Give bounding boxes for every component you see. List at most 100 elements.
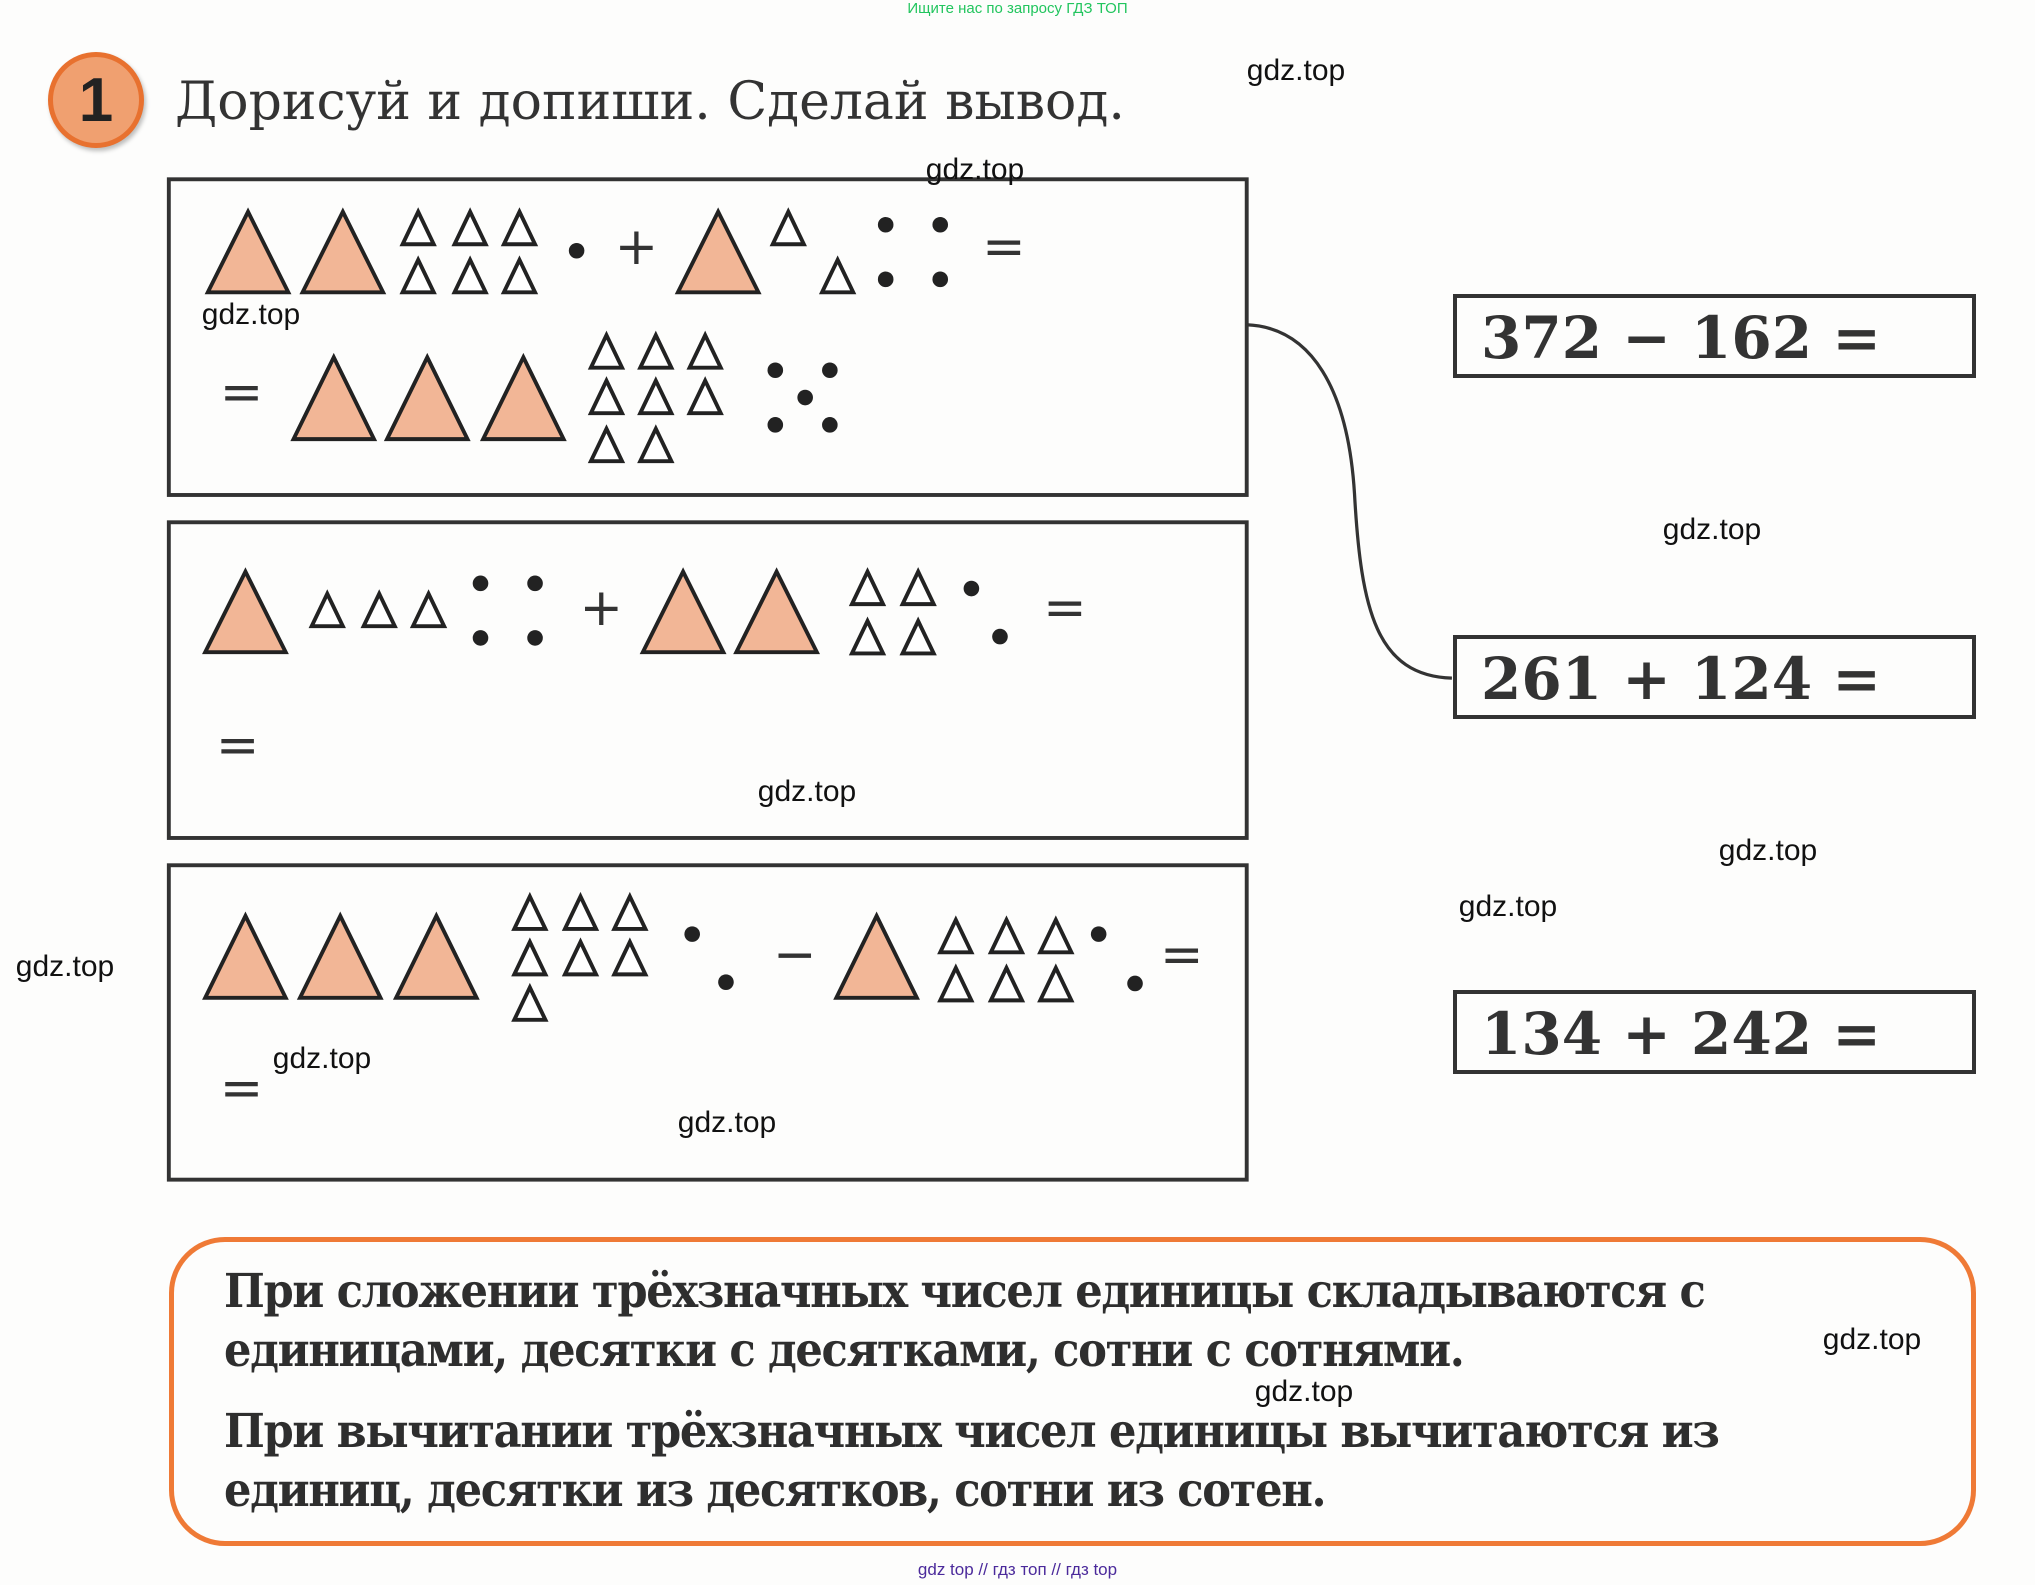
ten-triangle <box>686 330 724 370</box>
ten-triangle <box>987 963 1026 1003</box>
hundred-triangle <box>639 567 727 655</box>
ten-triangle <box>611 937 649 977</box>
ten-triangle <box>399 207 437 247</box>
unit-dot <box>767 362 784 379</box>
unit-dot <box>992 628 1008 645</box>
watermark: gdz.top <box>925 153 1025 186</box>
unit-dot <box>527 575 543 592</box>
ten-triangle <box>937 915 975 955</box>
minus-sign: − <box>773 925 817 985</box>
watermark: gdz.top <box>1718 834 1818 867</box>
unit-dot <box>684 926 700 942</box>
unit-dot <box>963 580 980 597</box>
ten-triangle <box>937 963 975 1003</box>
ten-triangle <box>818 255 857 295</box>
rule-line: При сложении трёхзначных чисел единицы с… <box>224 1264 1706 1319</box>
ten-triangle <box>360 589 398 629</box>
expression-text: 372 − 162 = <box>1481 304 1881 372</box>
hundred-triangle <box>833 911 920 1000</box>
watermark: gdz.top <box>757 775 857 808</box>
ten-triangle <box>451 207 489 247</box>
ten-triangle <box>637 376 675 416</box>
ten-triangle <box>769 207 807 247</box>
rule-line: единицами, десятки с десятками, сотни с … <box>224 1323 1465 1378</box>
unit-dot <box>932 216 949 233</box>
hundred-triangle <box>204 207 292 295</box>
unit-dot <box>767 417 784 433</box>
plus-sign: + <box>580 578 624 638</box>
watermark: gdz.top <box>15 950 115 983</box>
ten-triangle <box>500 255 539 295</box>
ten-triangle <box>399 255 437 295</box>
unit-dot <box>932 271 949 288</box>
ten-triangle <box>500 207 539 247</box>
ten-triangle <box>987 915 1026 955</box>
expression-box-3: 134 + 242 = <box>1453 990 1976 1074</box>
hundred-triangle <box>202 911 289 1000</box>
hundred-triangle <box>479 352 567 442</box>
unit-dot <box>1090 926 1107 942</box>
unit-dot <box>797 389 813 406</box>
ten-triangle <box>848 567 887 607</box>
watermark: gdz.top <box>677 1106 777 1139</box>
rule-box: При сложении трёхзначных чисел единицы с… <box>169 1237 1976 1546</box>
rule-line: При вычитании трёхзначных чисел единицы … <box>224 1404 1720 1459</box>
unit-dot <box>877 271 894 288</box>
expression-text: 261 + 124 = <box>1481 645 1881 713</box>
ten-triangle <box>899 616 937 656</box>
ten-triangle <box>451 255 489 295</box>
ten-triangle <box>899 567 937 607</box>
unit-dot <box>527 630 543 646</box>
unit-dot <box>822 417 838 433</box>
equals-sign: = <box>220 362 264 422</box>
ten-triangle <box>1037 963 1075 1003</box>
watermark: gdz.top <box>1254 1375 1354 1408</box>
picture-box-2 <box>166 520 1249 840</box>
equals-sign: = <box>1043 578 1087 638</box>
unit-dot <box>877 216 894 233</box>
expression-box-2: 261 + 124 = <box>1453 635 1976 719</box>
ten-triangle <box>511 937 549 977</box>
hundred-triangle <box>290 352 378 442</box>
ten-triangle <box>561 891 600 931</box>
watermark: gdz.top <box>272 1042 372 1075</box>
plus-sign: + <box>615 217 659 277</box>
hundred-triangle <box>202 567 289 655</box>
equals-sign: = <box>220 1059 264 1119</box>
ten-triangle <box>848 616 887 656</box>
unit-dot <box>472 630 489 646</box>
watermark: gdz.top <box>1246 54 1346 87</box>
ten-triangle <box>587 424 626 464</box>
hundred-triangle <box>296 911 384 1000</box>
ten-triangle <box>637 330 675 370</box>
ten-triangle <box>611 891 649 931</box>
hundred-triangle <box>674 207 762 295</box>
ten-triangle <box>561 937 600 977</box>
hundred-triangle <box>299 207 387 295</box>
watermark: gdz.top <box>1458 890 1558 923</box>
ten-triangle <box>511 891 549 931</box>
unit-dot <box>718 974 734 990</box>
task-title: Дорисуй и допиши. Сделай вывод. <box>175 72 1125 132</box>
footer-links: gdz top // гдз топ // гдз top <box>917 1560 1118 1579</box>
unit-dot <box>1127 975 1143 992</box>
ten-triangle <box>308 589 346 629</box>
picture-box-1 <box>166 177 1249 497</box>
ten-triangle <box>1037 915 1075 955</box>
ten-triangle <box>637 424 675 464</box>
equals-sign: = <box>1160 925 1204 985</box>
ten-triangle <box>587 376 626 416</box>
watermark: gdz.top <box>1822 1323 1922 1356</box>
hundred-triangle <box>392 911 480 1000</box>
task-number-badge: 1 <box>48 52 144 148</box>
watermark: gdz.top <box>1662 513 1762 546</box>
hundred-triangle <box>733 567 821 655</box>
equals-sign: = <box>216 716 260 776</box>
watermark: gdz.top <box>201 298 301 331</box>
search-hint: Ищите нас по запросу ГДЗ ТОП <box>907 0 1128 17</box>
unit-dot <box>822 362 838 379</box>
ten-triangle <box>511 982 549 1022</box>
equals-sign: = <box>982 217 1026 277</box>
ten-triangle <box>587 330 626 370</box>
